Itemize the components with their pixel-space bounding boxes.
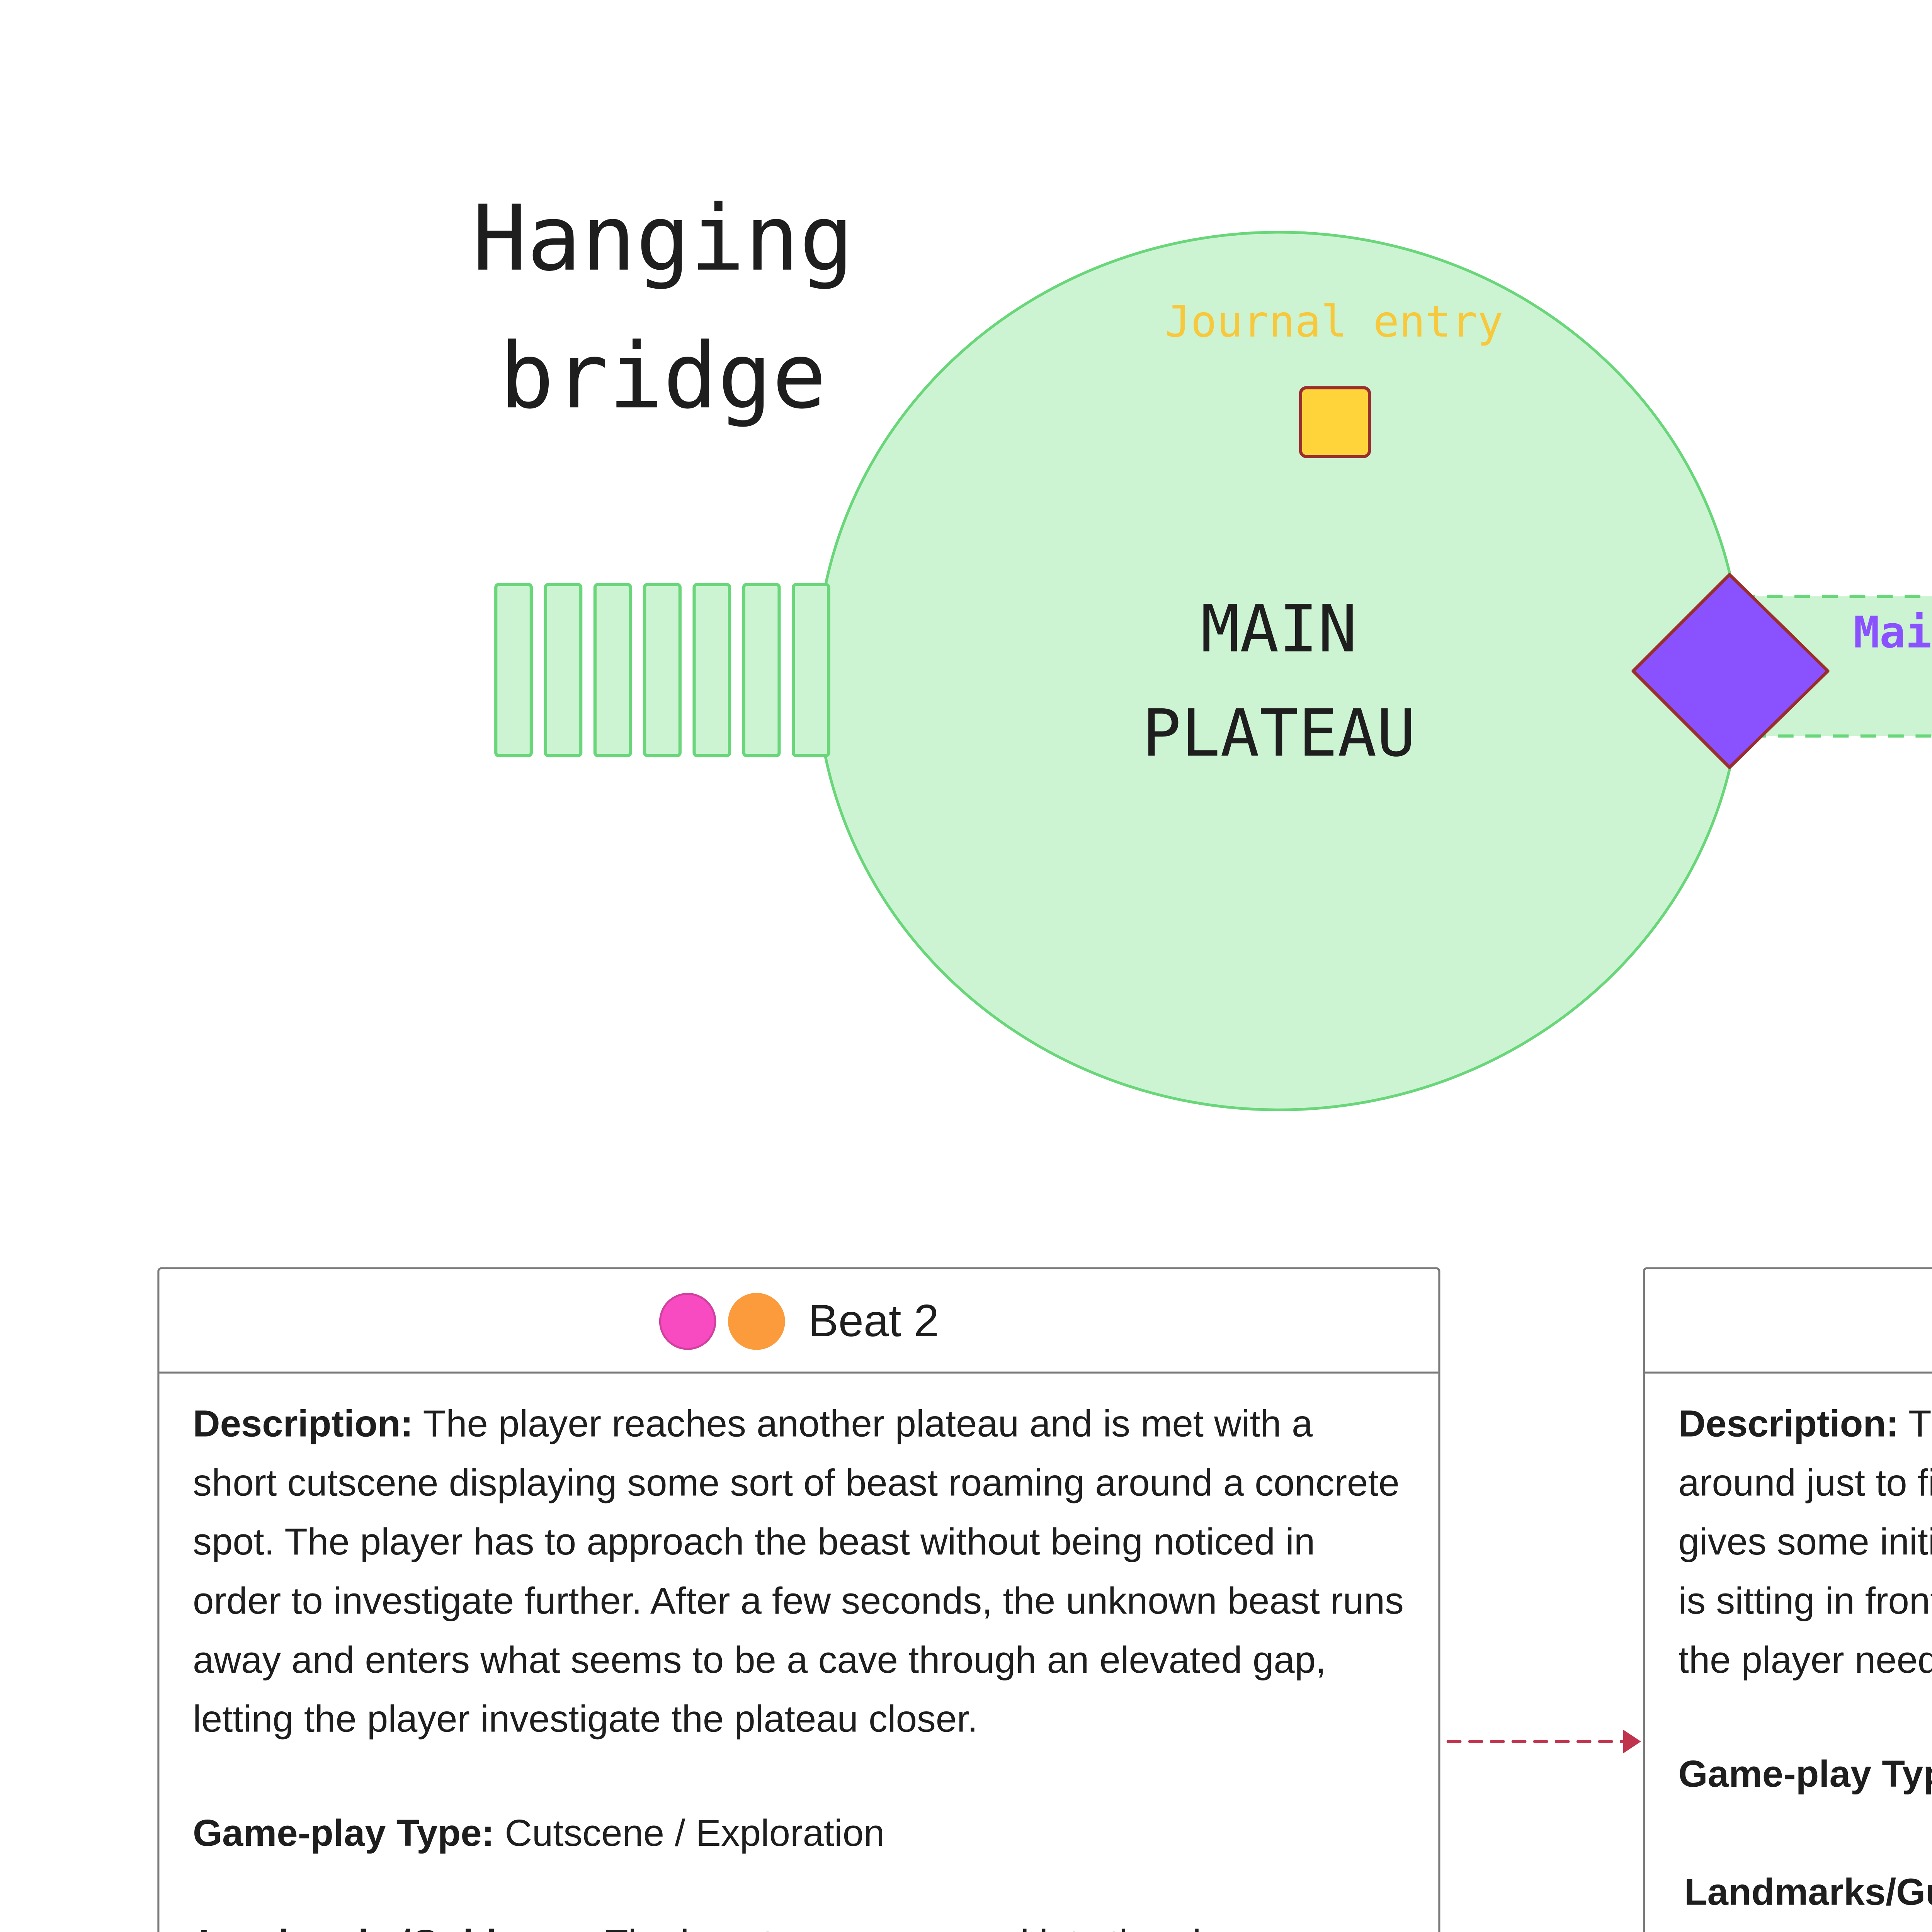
bridge-plank [494, 583, 533, 757]
bridge-plank [544, 583, 583, 757]
beat-landmarks: Landmarks/Guidance: The beast runs away … [193, 1917, 1405, 1932]
landmarks-label: Landmarks/Guidance [1684, 1873, 1932, 1915]
main-plateau-label-line2: PLATEAU [1142, 694, 1416, 772]
journal-entry-label: Journal entry [1165, 299, 1503, 349]
beat-gameplay-type: Game-play Type: Cutscene / Exploration [193, 1814, 885, 1856]
beat-card-header: Beat 2 [159, 1269, 1439, 1374]
hanging-bridge-label: Hanging bridge [413, 169, 913, 445]
bridge-plank [692, 583, 731, 757]
bridge-plank [792, 583, 830, 757]
main-plateau-label-line1: MAIN [1201, 590, 1357, 667]
description-text: The player reaches another plateau and i… [193, 1405, 1404, 1742]
journal-entry-marker[interactable] [1299, 386, 1371, 458]
beat-title: Beat 2 [808, 1294, 939, 1345]
landmarks-text: The beast runs away and lets the player … [199, 1925, 1275, 1932]
beat-landmarks: Landmarks/Guidance: The spot where the c… [1679, 1866, 1932, 1932]
landmarks-label: Landmarks/Guidance [199, 1925, 583, 1932]
main-entrance-label-line1: Main entrance [1853, 610, 1932, 660]
description-label: Description [193, 1405, 401, 1447]
gameplay-text: Cutscene / Exploration [505, 1814, 885, 1856]
description-label: Description [1678, 1405, 1886, 1447]
gameplay-label: Game-play Type [1678, 1755, 1932, 1797]
beat-color-dot-orange [727, 1292, 785, 1349]
gameplay-label: Game-play Type [193, 1814, 482, 1856]
beat-card-body: Description: The player reaches another … [159, 1374, 1438, 1932]
beat-connector-arrowhead [1623, 1730, 1641, 1753]
description-text: The player approaches the spot the beast… [1678, 1405, 1932, 1683]
beat-card-3[interactable]: Beat 3 Description: The player approache… [1643, 1267, 1932, 1932]
beat-card-2[interactable]: Beat 2 Description: The player reaches a… [157, 1267, 1440, 1932]
bridge-plank [643, 583, 682, 757]
main-plateau-label: MAIN PLATEAU [1063, 577, 1495, 785]
beat-gameplay-type: Game-play Type: Platforming / Exploratio… [1679, 1747, 1932, 1806]
beat-description: Description: The player reaches another … [193, 1405, 1404, 1742]
main-entrance-label: Main entrance blocked [1830, 600, 1932, 738]
beat-card-body: Description: The player approaches the s… [1645, 1374, 1932, 1932]
beat-color-dot-pink [658, 1292, 716, 1349]
hanging-bridge-label-line1: Hanging [472, 185, 854, 291]
blocked-entrance-marker[interactable] [1631, 573, 1830, 769]
hanging-bridge [494, 583, 830, 757]
bridge-plank [593, 583, 632, 757]
hanging-bridge-label-line2: bridge [499, 323, 827, 429]
bridge-plank [742, 583, 781, 757]
beat-card-header: Beat 3 [1645, 1269, 1932, 1374]
beat-description: Description: The player approaches the s… [1679, 1397, 1932, 1692]
main-entrance-label-line2: blocked [1830, 669, 1932, 738]
